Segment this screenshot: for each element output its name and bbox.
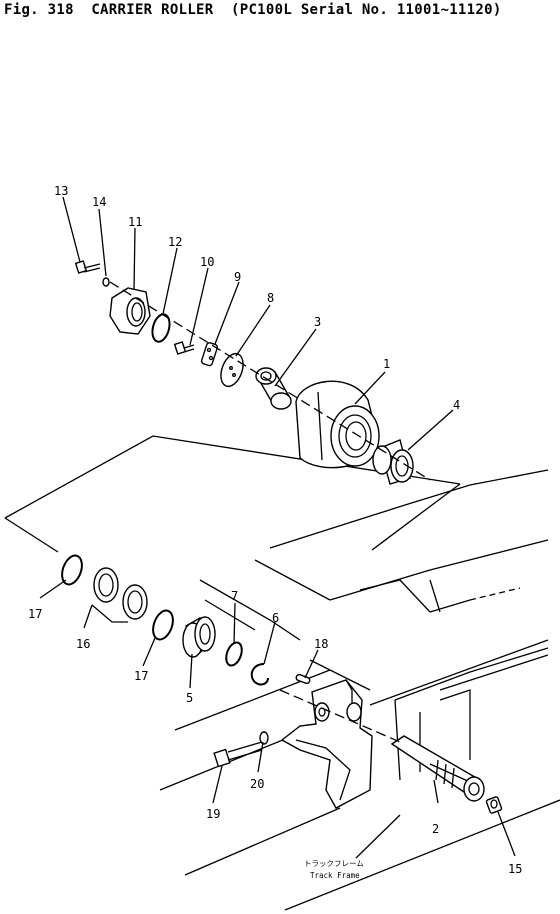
callout-8: 8: [267, 291, 274, 305]
callout-15: 15: [508, 862, 522, 876]
callout-11: 11: [128, 215, 142, 229]
part-10-bolt: [173, 341, 195, 355]
leader-lines: [39, 196, 516, 859]
callout-labels: 1 2 3 4 5 6 7 8 9 10 11 12 13 14 15 16 1…: [28, 184, 522, 876]
part-2-shaft: [390, 735, 485, 802]
part-6-snap-ring: [250, 663, 269, 686]
figure-name: CARRIER ROLLER: [91, 2, 214, 18]
part-17-o-ring-right: [152, 609, 174, 641]
part-18-pin: [295, 673, 311, 685]
callout-18: 18: [314, 637, 328, 651]
part-14-washer: [102, 277, 110, 287]
part-12-o-ring: [151, 313, 171, 343]
callout-6: 6: [272, 611, 279, 625]
callout-7: 7: [231, 589, 238, 603]
part-15-plug: [485, 796, 503, 814]
part-1-roller: [295, 380, 380, 469]
track-frame-label-ja: トラックフレーム: [304, 859, 364, 868]
track-frame: [159, 469, 560, 911]
track-frame-label: トラックフレーム Track Frame: [304, 859, 364, 880]
figure-scope: (PC100L Serial No. 11001~11120): [230, 2, 502, 18]
assembly-axis: [109, 281, 431, 743]
part-8-cover: [220, 352, 244, 388]
callout-16: 16: [76, 637, 90, 651]
part-20-washer: [259, 731, 269, 745]
figure-number: Fig. 318: [4, 2, 74, 18]
callout-10: 10: [200, 255, 214, 269]
callout-12: 12: [168, 235, 182, 249]
callout-3: 3: [314, 315, 321, 329]
support-bracket: [280, 679, 373, 809]
track-frame-label-en: Track Frame: [310, 871, 360, 880]
callout-17-left: 17: [28, 607, 42, 621]
part-19-bolt: [213, 741, 263, 768]
part-4-bushing: [372, 439, 414, 485]
callout-2: 2: [432, 822, 439, 836]
part-5-collar: [182, 616, 216, 658]
callout-5: 5: [186, 691, 193, 705]
part-7-o-ring: [225, 641, 243, 667]
callout-17-right: 17: [134, 669, 148, 683]
callout-14: 14: [92, 195, 106, 209]
figure-title: Fig. 318 CARRIER ROLLER (PC100L Serial N…: [4, 2, 502, 18]
callout-4: 4: [453, 398, 460, 412]
part-13-bolt: [74, 260, 101, 274]
part-17-o-ring-left: [61, 554, 83, 586]
roller-frame-plate: [4, 435, 461, 553]
callout-20: 20: [250, 777, 264, 791]
callout-19: 19: [206, 807, 220, 821]
part-16-floating-seal: [91, 567, 148, 623]
callout-1: 1: [383, 357, 390, 371]
callout-13: 13: [54, 184, 68, 198]
part-9-lock-plate: [200, 342, 219, 367]
callout-9: 9: [234, 270, 241, 284]
part-3-bushing: [255, 367, 292, 410]
